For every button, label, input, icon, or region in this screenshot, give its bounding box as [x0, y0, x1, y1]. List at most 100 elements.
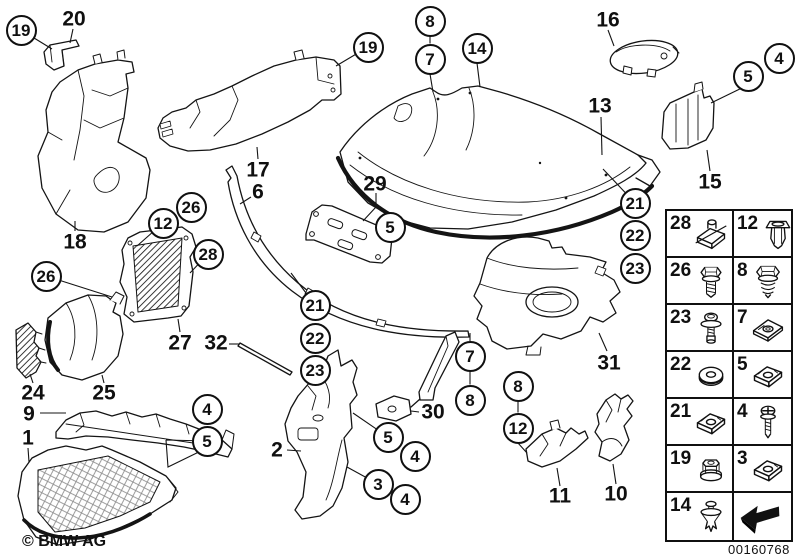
part-number-label: 27 — [168, 331, 192, 355]
part-29-plate — [305, 204, 393, 264]
part-1-mesh-grille — [17, 445, 179, 546]
part-27-air-grille — [119, 226, 197, 323]
legend-part-number: 23 — [670, 307, 692, 328]
callout-circle: 23 — [619, 252, 651, 284]
legend-part-number: 3 — [736, 448, 748, 469]
expansion-rivet-icon — [760, 215, 791, 253]
legend-part-number: 5 — [736, 354, 748, 375]
callout-circle: 22 — [619, 219, 651, 251]
diagram-image-number: 00160768 — [728, 542, 790, 557]
fastener-legend-table: 28 12 26 8 23 7 22 5 21 4 19 3 — [665, 209, 793, 542]
callout-circle: 23 — [299, 354, 331, 386]
part-number-label: 25 — [92, 381, 116, 405]
part-number-label: 29 — [363, 172, 387, 196]
part-10-bracket — [594, 393, 634, 462]
part-11-bracket-tray — [525, 419, 589, 468]
leader-lines — [20, 28, 749, 487]
part-number-label: 31 — [597, 351, 621, 375]
bmw-copyright: © BMW AG — [22, 533, 107, 550]
part-number-label: 13 — [588, 94, 612, 118]
cage-clip-icon — [693, 403, 729, 441]
callout-circle: 5 — [732, 60, 764, 92]
legend-cell: 7 — [733, 305, 791, 352]
callout-circle: 14 — [461, 32, 493, 64]
callout-circle: 4 — [389, 483, 421, 515]
part-15-bracket — [661, 81, 715, 150]
legend-part-number: 4 — [736, 401, 748, 422]
callout-circle: 19 — [352, 31, 384, 63]
legend-cell: 12 — [733, 211, 791, 258]
legend-cell: 21 — [667, 399, 734, 446]
cage-clip-icon — [750, 450, 786, 488]
callout-circle: 5 — [372, 421, 404, 453]
part-number-label: 30 — [421, 400, 445, 424]
callout-circle: 5 — [374, 211, 406, 243]
callout-circle: 8 — [454, 384, 486, 416]
part-13-underbody-panel — [335, 85, 661, 240]
legend-cell: 5 — [733, 352, 791, 399]
hex-screw-washer-icon — [693, 262, 729, 300]
part-24-deflector — [15, 322, 47, 379]
legend-part-number: 19 — [670, 448, 692, 469]
callout-circle: 7 — [414, 43, 446, 75]
legend-cell: 23 — [667, 305, 734, 352]
phillips-screw-icon — [750, 403, 786, 441]
part-number-label: 18 — [63, 230, 87, 254]
legend-cell: 8 — [733, 258, 791, 305]
callout-circle: 5 — [191, 425, 223, 457]
callout-circle: 4 — [399, 440, 431, 472]
callout-circle: 21 — [619, 187, 651, 219]
part-number-label: 10 — [604, 482, 628, 506]
legend-cell: 4 — [733, 399, 791, 446]
part-number-label: 32 — [204, 331, 228, 355]
legend-part-number: 8 — [736, 260, 748, 281]
part-2-wheelarch-cover — [284, 349, 358, 520]
legend-cell: 3 — [733, 446, 791, 493]
legend-part-number: 28 — [670, 213, 692, 234]
callout-circle: 3 — [362, 468, 394, 500]
part-number-label: 9 — [23, 402, 35, 426]
cage-nut-with-screw-icon — [693, 215, 729, 253]
expanding-rivet-icon — [693, 498, 729, 536]
legend-cell: 14 — [667, 493, 734, 540]
part-number-label: 16 — [596, 8, 620, 32]
part-31-undertray-right — [473, 236, 621, 356]
part-25-air-duct — [44, 291, 125, 381]
part-32-rod — [237, 342, 293, 376]
part-20-bracket — [43, 39, 80, 71]
part-number-label: 17 — [246, 158, 270, 182]
washer-icon — [693, 356, 729, 394]
legend-part-number: 14 — [670, 495, 692, 516]
legend-part-number: 7 — [736, 307, 748, 328]
legend-cell: 19 — [667, 446, 734, 493]
direction-arrow-icon — [737, 496, 783, 538]
plastic-nut-icon — [693, 450, 729, 488]
callout-circle: 8 — [414, 5, 446, 37]
part-17-trim — [157, 49, 342, 152]
callout-circle: 26 — [175, 191, 207, 223]
callout-circle: 21 — [299, 289, 331, 321]
part-number-label: 1 — [22, 426, 34, 450]
part-number-label: 15 — [698, 170, 722, 194]
part-number-label: 2 — [271, 438, 283, 462]
callout-circle: 28 — [192, 238, 224, 270]
callout-circle: 4 — [191, 393, 223, 425]
part-number-label: 11 — [548, 484, 572, 508]
speed-nut-icon — [750, 309, 786, 347]
callout-circle: 8 — [502, 370, 534, 402]
part-number-label: 20 — [62, 7, 86, 31]
legend-part-number: 21 — [670, 401, 692, 422]
callout-circle: 19 — [5, 14, 37, 46]
pan-screw-washer-icon — [693, 309, 729, 347]
callout-circle: 7 — [454, 340, 486, 372]
legend-cell: 28 — [667, 211, 734, 258]
legend-part-number: 26 — [670, 260, 692, 281]
hex-flange-screw-icon — [750, 262, 786, 300]
cage-clip-icon — [750, 356, 786, 394]
part-30-support-rod — [375, 331, 460, 422]
legend-cell: 26 — [667, 258, 734, 305]
callout-circle: 12 — [147, 207, 179, 239]
part-number-label: 24 — [21, 381, 45, 405]
